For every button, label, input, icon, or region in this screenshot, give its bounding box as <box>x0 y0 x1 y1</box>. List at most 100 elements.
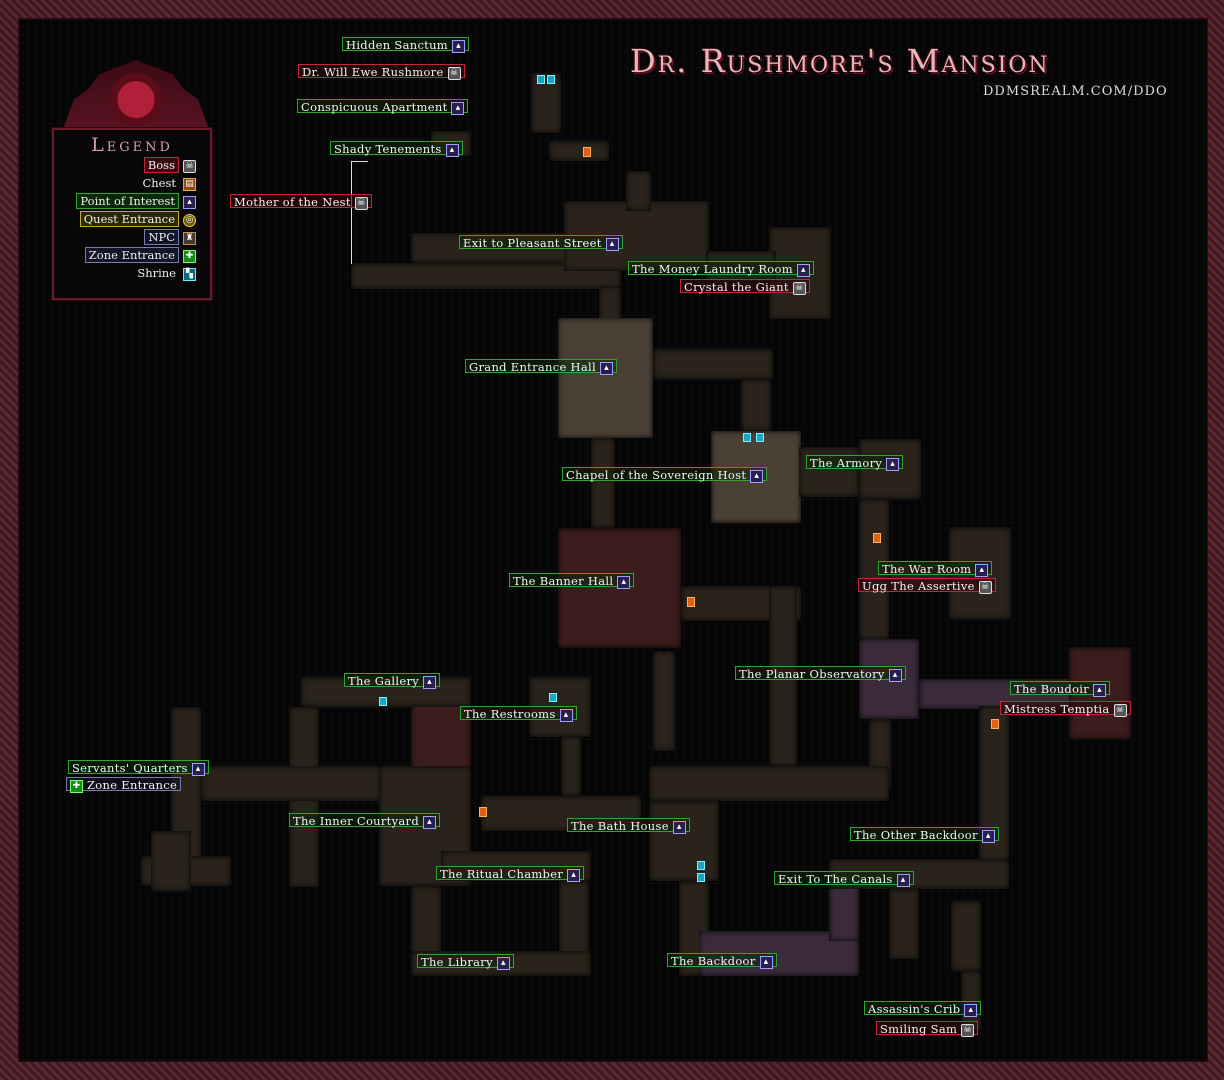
shrine-icon[interactable] <box>549 693 557 702</box>
legend-item-shrine: Shrine ▚ <box>134 266 196 281</box>
shrine-icon: ▚ <box>183 267 196 281</box>
location-name: Chapel of the Sovereign Host <box>566 468 747 482</box>
location-name: The Planar Observatory <box>739 667 885 681</box>
location-label-the-war-room[interactable]: The War Room▴ <box>878 561 993 577</box>
point-of-interest-icon: ▴ <box>423 815 437 829</box>
room <box>558 318 653 438</box>
point-of-interest-icon: ▴ <box>888 668 902 682</box>
location-label-the-gallery[interactable]: The Gallery▴ <box>344 673 441 689</box>
location-name: The Library <box>421 955 493 969</box>
point-of-interest-icon: ▴ <box>975 563 989 577</box>
map-source-url[interactable]: ddmsrealm.com/ddo <box>983 84 1168 99</box>
location-label-the-backdoor[interactable]: The Backdoor▴ <box>667 953 777 969</box>
location-name: Zone Entrance <box>87 778 178 792</box>
location-label-the-planar-observatory[interactable]: The Planar Observatory▴ <box>735 666 906 682</box>
legend-item-label: Zone Entrance <box>84 247 179 263</box>
shrine-icon[interactable] <box>743 433 751 442</box>
location-label-grand-entrance-hall[interactable]: Grand Entrance Hall▴ <box>465 359 617 375</box>
chest-icon[interactable] <box>873 533 881 543</box>
location-label-the-banner-hall[interactable]: The Banner Hall▴ <box>509 573 635 589</box>
location-label-the-bath-house[interactable]: The Bath House▴ <box>567 818 690 834</box>
legend-item-label: Quest Entrance <box>79 211 179 227</box>
chest-icon[interactable] <box>479 807 487 817</box>
chest-icon[interactable] <box>583 147 591 157</box>
room <box>649 766 889 801</box>
location-name: The Gallery <box>348 674 420 688</box>
shrine-icon[interactable] <box>697 873 705 882</box>
location-label-mother-of-the-nest[interactable]: Mother of the Nest☠ <box>230 194 372 210</box>
location-name: The Other Backdoor <box>854 828 978 842</box>
location-label-dr-will-ewe-rushmore[interactable]: Dr. Will Ewe Rushmore☠ <box>298 64 465 80</box>
point-of-interest-icon: ▴ <box>617 575 631 589</box>
legend-item-quest: Quest Entrance ◎ <box>79 211 196 227</box>
location-label-ugg-the-assertive[interactable]: Ugg The Assertive☠ <box>858 578 996 594</box>
shrine-icon[interactable] <box>756 433 764 442</box>
location-label-crystal-the-giant[interactable]: Crystal the Giant☠ <box>680 279 810 295</box>
point-of-interest-icon: ▴ <box>496 956 510 970</box>
room <box>626 171 651 211</box>
point-of-interest-icon: ▴ <box>559 708 573 722</box>
legend-item-label: Shrine <box>137 266 176 280</box>
chest-icon[interactable] <box>991 719 999 729</box>
zone-entrance-icon: ✚ <box>70 779 83 793</box>
location-name: The Banner Hall <box>513 574 614 588</box>
location-label-shady-tenements[interactable]: Shady Tenements▴ <box>330 141 463 157</box>
location-label-the-armory[interactable]: The Armory▴ <box>806 455 904 471</box>
location-name: The Backdoor <box>671 954 756 968</box>
point-of-interest-icon: ▴ <box>183 195 196 209</box>
point-of-interest-icon: ▴ <box>445 143 459 157</box>
quest-entrance-icon: ◎ <box>183 213 196 227</box>
location-label-hidden-sanctum[interactable]: Hidden Sanctum▴ <box>342 37 470 53</box>
location-label-zone-entrance[interactable]: ✚ Zone Entrance <box>66 777 182 793</box>
location-name: The Inner Courtyard <box>293 814 420 828</box>
shrine-icon[interactable] <box>697 861 705 870</box>
location-label-smiling-sam[interactable]: Smiling Sam☠ <box>876 1021 979 1037</box>
location-label-the-boudoir[interactable]: The Boudoir▴ <box>1010 681 1111 697</box>
skull-icon: ☠ <box>792 281 806 295</box>
chest-icon: ▤ <box>183 177 196 191</box>
location-name: Smiling Sam <box>880 1022 958 1036</box>
shrine-icon[interactable] <box>379 697 387 706</box>
point-of-interest-icon: ▴ <box>896 873 910 887</box>
legend-item-boss: Boss☠ <box>143 157 196 173</box>
location-name: Mistress Temptia <box>1004 702 1110 716</box>
location-label-the-money-laundry-room[interactable]: The Money Laundry Room▴ <box>628 261 814 277</box>
legend-panel: Legend Boss☠Chest▤Point of Interest▴Ques… <box>52 128 212 300</box>
shrine-icon[interactable] <box>537 75 545 84</box>
location-name: Conspicuous Apartment <box>301 100 448 114</box>
location-label-mistress-temptia[interactable]: Mistress Temptia☠ <box>1000 701 1131 717</box>
shrine-icon[interactable] <box>547 75 555 84</box>
location-label-the-other-backdoor[interactable]: The Other Backdoor▴ <box>850 827 999 843</box>
point-of-interest-icon: ▴ <box>964 1003 978 1017</box>
point-of-interest-icon: ▴ <box>567 868 581 882</box>
location-name: The Armory <box>810 456 883 470</box>
chest-icon[interactable] <box>687 597 695 607</box>
room <box>741 379 771 431</box>
point-of-interest-icon: ▴ <box>191 762 205 776</box>
location-label-servants-quarters[interactable]: Servants' Quarters▴ <box>68 760 209 776</box>
point-of-interest-icon: ▴ <box>886 457 900 471</box>
point-of-interest-icon: ▴ <box>981 829 995 843</box>
location-label-the-inner-courtyard[interactable]: The Inner Courtyard▴ <box>289 813 441 829</box>
location-label-conspicuous-apartment[interactable]: Conspicuous Apartment▴ <box>297 99 469 115</box>
room <box>829 881 859 941</box>
location-label-assassin-s-crib[interactable]: Assassin's Crib▴ <box>864 1001 982 1017</box>
connector-line <box>351 161 368 264</box>
location-label-the-library[interactable]: The Library▴ <box>417 954 514 970</box>
dungeon-map <box>18 18 1208 1062</box>
location-label-exit-to-pleasant-street[interactable]: Exit to Pleasant Street▴ <box>459 235 623 251</box>
location-label-the-restrooms[interactable]: The Restrooms▴ <box>460 706 577 722</box>
location-label-chapel-of-the-sovereign-host[interactable]: Chapel of the Sovereign Host▴ <box>562 467 768 483</box>
legend-item-label: NPC <box>144 229 179 245</box>
skull-icon: ☠ <box>961 1023 975 1037</box>
skull-icon: ☠ <box>1113 703 1127 717</box>
location-name: Crystal the Giant <box>684 280 789 294</box>
legend-item-label: Chest <box>142 176 176 190</box>
point-of-interest-icon: ▴ <box>759 955 773 969</box>
location-label-the-ritual-chamber[interactable]: The Ritual Chamber▴ <box>436 866 585 882</box>
location-name: The Bath House <box>571 819 669 833</box>
zone-entrance-icon: ✚ <box>183 249 196 263</box>
location-label-exit-to-the-canals[interactable]: Exit To The Canals▴ <box>774 871 914 887</box>
location-name: Ugg The Assertive <box>862 579 975 593</box>
location-name: The Restrooms <box>464 707 556 721</box>
